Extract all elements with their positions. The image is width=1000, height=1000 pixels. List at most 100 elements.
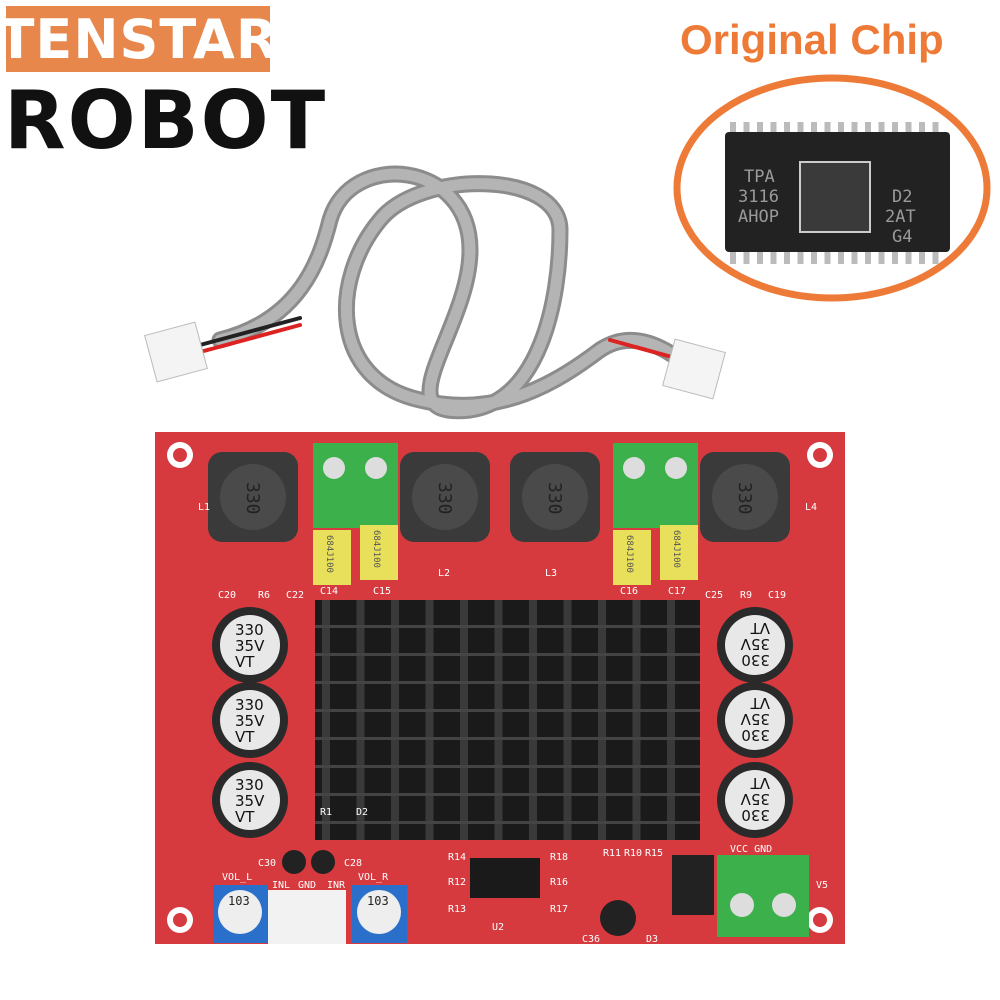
capacitor-marking: 330: [741, 651, 770, 669]
label-r11: R11: [603, 848, 621, 859]
cable-connector-left: [144, 321, 208, 383]
tpa3116-chip: TPA 3116 AHOP D2 2AT G4: [725, 122, 950, 264]
power-terminal: [717, 855, 809, 937]
label-c17: C17: [668, 586, 686, 597]
label-r16: R16: [550, 877, 568, 888]
capacitor-marking: VT: [235, 728, 255, 746]
label-d3: D3: [646, 934, 658, 945]
label-c28: C28: [344, 858, 362, 869]
heatsink: [315, 600, 700, 840]
label-c36: C36: [582, 934, 600, 945]
capacitor-c28: [311, 850, 335, 874]
label-r9: R9: [740, 590, 752, 601]
label-c16: C16: [620, 586, 638, 597]
label-l3: L3: [545, 568, 557, 579]
chip-marking: AHOP: [738, 207, 779, 227]
inductor: 330: [400, 452, 490, 542]
label-r15: R15: [645, 848, 663, 859]
label-vcc-gnd: VCC GND: [730, 844, 772, 855]
label-r6: R6: [258, 590, 270, 601]
label-c20: C20: [218, 590, 236, 601]
chip-marking: G4: [892, 227, 912, 247]
label-inr: INR: [327, 880, 346, 891]
film-capacitor: 684J100: [613, 530, 651, 585]
label-r17: R17: [550, 904, 568, 915]
capacitor-marking: VT: [235, 653, 255, 671]
speaker-terminal-left: [313, 443, 398, 528]
capacitor-marking: 330: [235, 696, 264, 714]
label-vol-r: VOL_R: [358, 872, 389, 883]
chip-callout-title: Original Chip: [680, 16, 944, 63]
film-capacitor: 684J100: [660, 525, 698, 580]
label-l1: L1: [198, 502, 210, 513]
audio-input-connector: [268, 890, 346, 944]
film-cap-marking: 684J100: [671, 530, 681, 568]
film-capacitor: 684J100: [313, 530, 351, 585]
label-gnd: GND: [298, 880, 316, 891]
brand-line2: ROBOT: [4, 74, 328, 167]
label-c19: C19: [768, 590, 786, 601]
film-cap-marking: 684J100: [624, 535, 634, 573]
label-v5: V5: [816, 880, 828, 891]
brand-logo-box: TENSTAR: [0, 6, 277, 72]
inductor-marking: 330: [734, 482, 755, 515]
inductor-marking: 330: [434, 482, 455, 515]
label-l4: L4: [805, 502, 817, 513]
cable-connector-right: [662, 338, 726, 400]
film-cap-marking: 684J100: [324, 535, 334, 573]
capacitor-marking: 35V: [740, 710, 770, 728]
brand-line1: TENSTAR: [0, 7, 279, 71]
label-r13: R13: [448, 904, 466, 915]
inductor-marking: 330: [544, 482, 565, 515]
label-r12: R12: [448, 877, 466, 888]
label-c25: C25: [705, 590, 723, 601]
capacitor-marking: 330: [741, 806, 770, 824]
chip-marking: 2AT: [885, 207, 916, 227]
diode-v5: [672, 855, 714, 915]
label-inl: INL: [272, 880, 290, 891]
label-c14: C14: [320, 586, 338, 597]
speaker-terminal-right: [613, 443, 698, 528]
capacitor-marking: 330: [235, 621, 264, 639]
label-u2: U2: [492, 922, 504, 933]
capacitor-c30: [282, 850, 306, 874]
op-amp-u2: [470, 858, 540, 898]
capacitor-marking: 35V: [235, 712, 265, 730]
capacitor-marking: 35V: [740, 635, 770, 653]
capacitor-marking: VT: [750, 619, 770, 637]
inductor-marking: 330: [242, 482, 263, 515]
capacitor-marking: 35V: [235, 792, 265, 810]
label-vol-l: VOL_L: [222, 872, 252, 883]
film-cap-marking: 684J100: [371, 530, 381, 568]
label-r18: R18: [550, 852, 568, 863]
label-c22: C22: [286, 590, 304, 601]
svg-text:103: 103: [228, 894, 250, 908]
label-c15: C15: [373, 586, 391, 597]
chip-marking: TPA: [744, 167, 775, 187]
speaker-cable: [198, 165, 692, 420]
label-r14: R14: [448, 852, 466, 863]
volume-pot-right[interactable]: 103: [352, 885, 407, 943]
inductor: 330: [700, 452, 790, 542]
label-r10: R10: [624, 848, 642, 859]
capacitor-marking: 35V: [740, 790, 770, 808]
label-l2: L2: [438, 568, 450, 579]
label-r1: R1: [320, 807, 332, 818]
label-c30: C30: [258, 858, 276, 869]
volume-pot-left[interactable]: 103: [213, 885, 268, 943]
capacitor-marking: 35V: [235, 637, 265, 655]
film-capacitor: 684J100: [360, 525, 398, 580]
capacitor-c36: [600, 900, 636, 936]
svg-text:103: 103: [367, 894, 389, 908]
capacitor-marking: 330: [741, 726, 770, 744]
capacitor-marking: 330: [235, 776, 264, 794]
chip-marking: D2: [892, 187, 912, 207]
label-d2: D2: [356, 807, 368, 818]
inductor: 330: [510, 452, 600, 542]
inductor: 330: [208, 452, 298, 542]
